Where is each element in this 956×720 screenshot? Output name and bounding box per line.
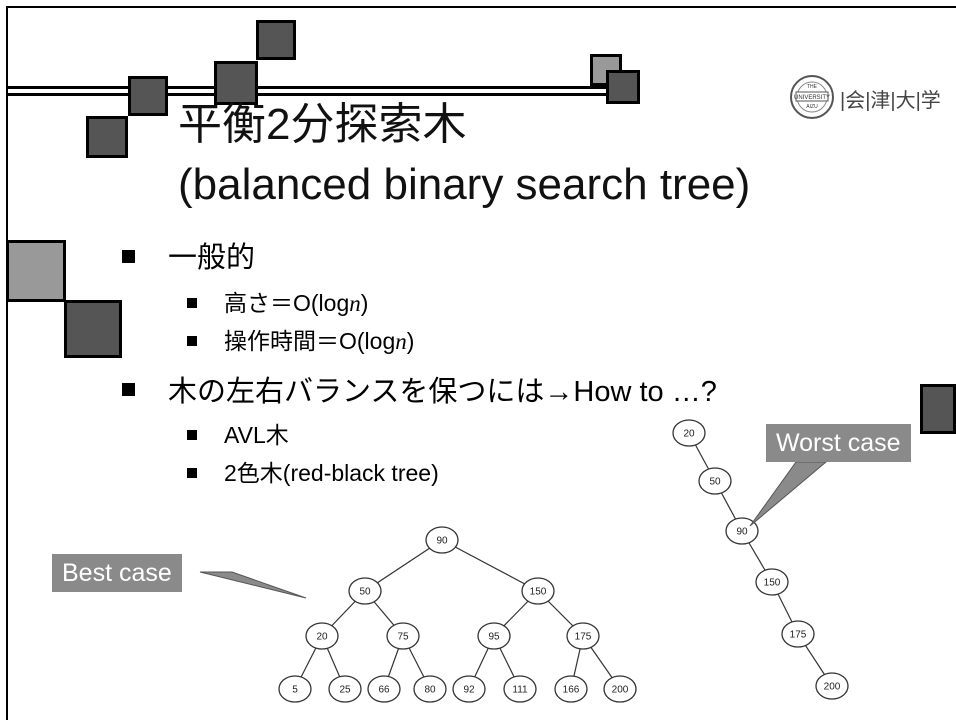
sub-bullet-text: AVL木 [224,422,289,448]
svg-text:THE: THE [807,84,818,90]
decor-square [214,61,258,105]
decor-square [128,76,168,116]
bullet-text: 一般的 [168,242,256,274]
svg-text:AIZU: AIZU [806,104,818,110]
sub-bullet-marker [187,468,197,478]
bullet-marker [122,250,135,263]
bullet-text: 木の左右バランスを保つには→How to …? [168,376,717,408]
bullet-marker [122,383,135,396]
decor-square [64,300,122,358]
decor-line-bottom [8,93,620,96]
slide-frame [6,6,956,720]
best-case-callout: Best case [52,554,182,592]
sub-bullet-marker [187,336,197,346]
worst-case-callout: Worst case [766,424,911,462]
sub-bullet-text: 2色木(red-black tree) [224,460,439,486]
university-logo: UNIVERSITY THE AIZU |会|津|大|学 [790,72,941,127]
svg-text:UNIVERSITY: UNIVERSITY [794,95,830,101]
decor-square [6,240,66,302]
best-callout-pointer [199,571,307,599]
slide-title-ja: 平衡2分探索木 [178,100,467,149]
sub-bullet-marker [187,430,197,440]
decor-square [256,20,296,60]
decor-line-top [8,86,620,89]
decor-square [606,70,640,104]
slide-title-en: (balanced binary search tree) [178,160,751,209]
university-logo-text: |会|津|大|学 [840,90,941,112]
worst-callout-pointer [749,461,828,527]
decor-square [86,116,128,158]
decor-square [920,384,956,434]
sub-bullet-text: 操作時間＝O(logn) [224,328,415,354]
sub-bullet-text: 高さ＝O(logn) [224,290,369,316]
sub-bullet-marker [187,298,197,308]
